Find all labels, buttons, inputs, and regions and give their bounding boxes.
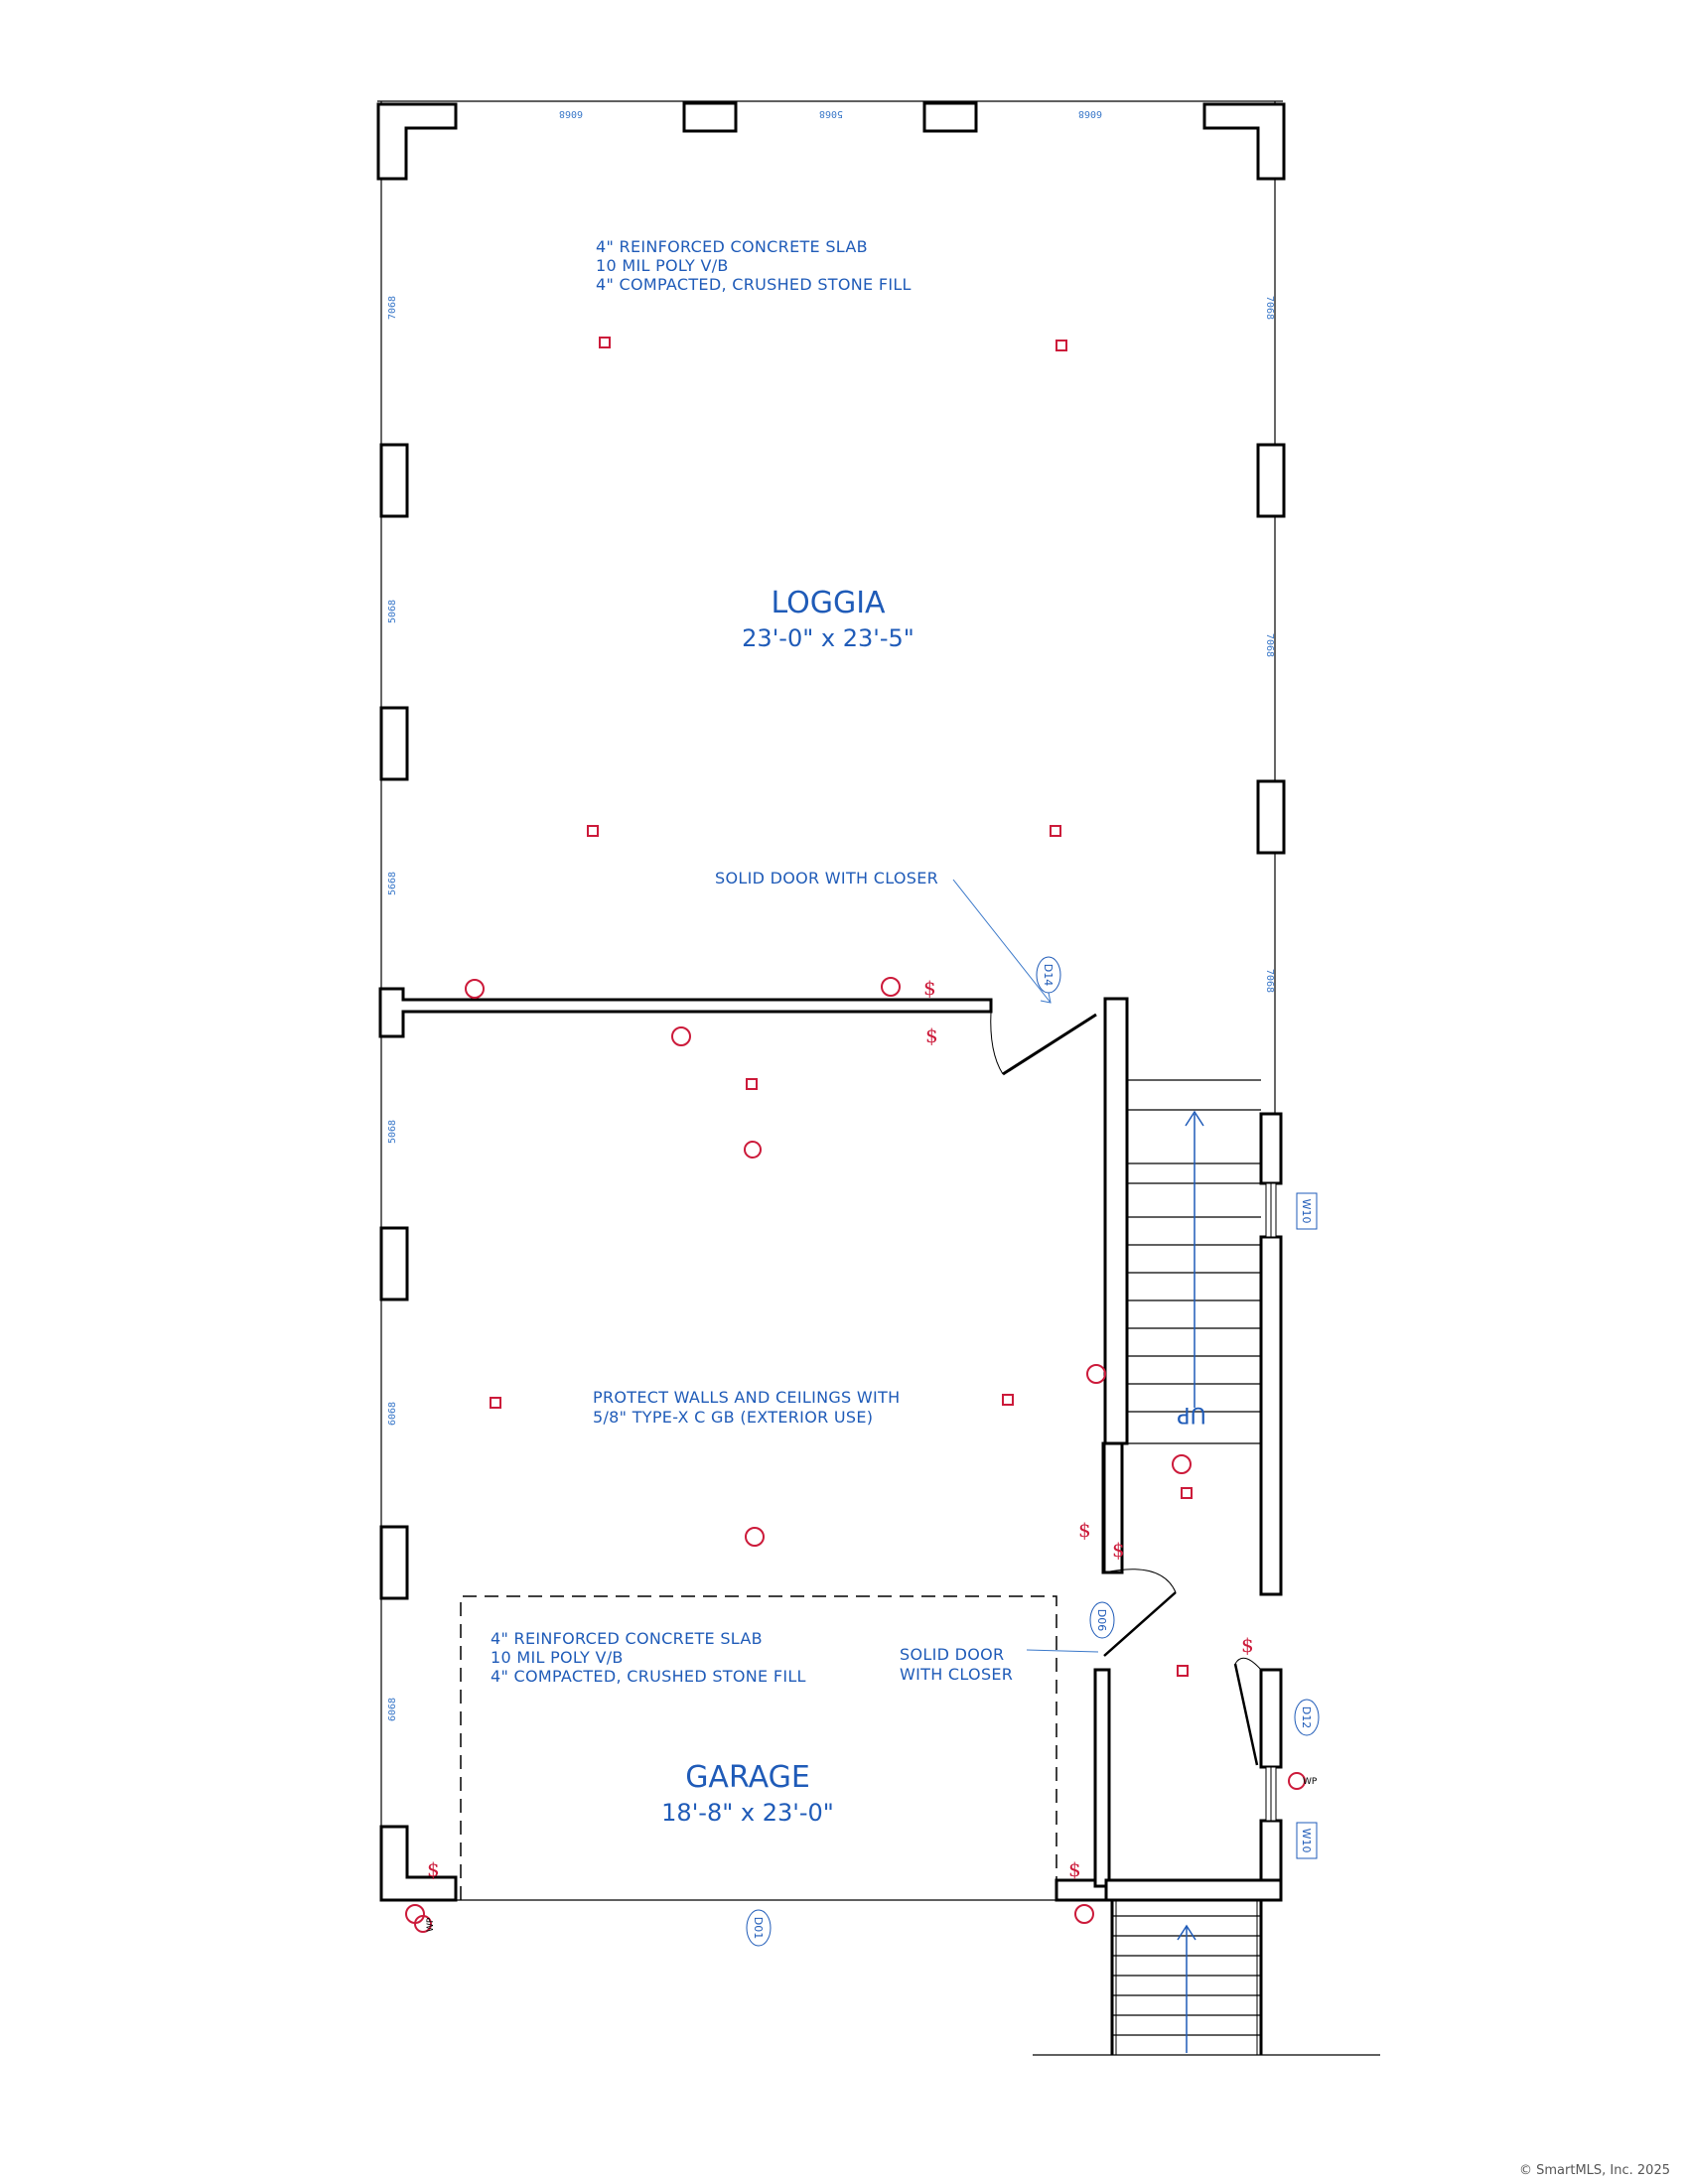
- window-labels: 6068 5068 6068 7068 5068 5668 5068 6068 …: [387, 108, 1275, 1721]
- window-label-top-1: 6068: [559, 108, 583, 119]
- window-label-left-2: 5068: [387, 600, 398, 623]
- stair-door-note-2: WITH CLOSER: [900, 1665, 1013, 1684]
- interior-stair: [1126, 1079, 1261, 1443]
- tag-d06: D06: [1095, 1609, 1108, 1631]
- electrical-fixtures: $ $ $ $ $ $ $: [405, 337, 1306, 1933]
- switch-7: $: [1068, 1857, 1081, 1881]
- switch-6: $: [427, 1857, 440, 1881]
- loggia-room-name: LOGGIA: [771, 586, 886, 620]
- window-label-left-5: 6068: [387, 1402, 398, 1426]
- garage-slab-note-1: 4" REINFORCED CONCRETE SLAB: [491, 1629, 763, 1648]
- garage-notes: PROTECT WALLS AND CEILINGS WITH 5/8" TYP…: [491, 1388, 900, 1827]
- switch-3: $: [1078, 1518, 1091, 1542]
- loggia-outline: [377, 100, 1283, 1122]
- leaders: [952, 879, 1099, 1653]
- garage-wall-note-2: 5/8" TYPE-X C GB (EXTERIOR USE): [593, 1408, 873, 1427]
- loggia-notes: 4" REINFORCED CONCRETE SLAB 10 MIL POLY …: [596, 237, 938, 887]
- switch-1: $: [923, 976, 936, 1000]
- window-label-right-2: 7068: [1264, 633, 1275, 657]
- switch-5: $: [1241, 1633, 1254, 1657]
- windows: [1265, 1182, 1277, 1822]
- stair-door-note-1: SOLID DOOR: [900, 1645, 1004, 1664]
- window-label-right-3: 7068: [1264, 969, 1275, 993]
- loggia-slab-note-3: 4" COMPACTED, CRUSHED STONE FILL: [596, 275, 912, 294]
- loggia-door-note: SOLID DOOR WITH CLOSER: [715, 869, 938, 887]
- window-label-left-3: 5668: [387, 872, 398, 895]
- loggia-slab-note-2: 10 MIL POLY V/B: [596, 256, 729, 275]
- window-label-left-1: 7068: [387, 296, 398, 320]
- switch-2: $: [925, 1024, 938, 1047]
- window-label-left-6: 6068: [387, 1698, 398, 1721]
- tag-w10-lower: W10: [1300, 1829, 1313, 1853]
- window-label-top-2: 5068: [819, 108, 843, 119]
- window-label-left-4: 5068: [387, 1120, 398, 1144]
- loggia-room-dims: 23'-0" x 23'-5": [742, 624, 914, 652]
- switch-4: $: [1112, 1538, 1125, 1562]
- garage-slab-note-2: 10 MIL POLY V/B: [491, 1648, 624, 1667]
- garage-slab-outline: [460, 1595, 1057, 1900]
- garage-wall-note-1: PROTECT WALLS AND CEILINGS WITH: [593, 1388, 900, 1407]
- loggia-slab-note-1: 4" REINFORCED CONCRETE SLAB: [596, 237, 868, 256]
- garage-room-name: GARAGE: [685, 1760, 810, 1795]
- entry-notes: UP SOLID DOOR WITH CLOSER: [900, 1402, 1206, 1684]
- tag-w10-upper: W10: [1300, 1199, 1313, 1224]
- tags: D14 D06 D12 D01 W10 W10 WP WP: [426, 956, 1320, 1947]
- doors: [990, 1011, 1262, 1766]
- wp-label-entry: WP: [1303, 1777, 1318, 1787]
- copyright-text: © SmartMLS, Inc. 2025: [1518, 2163, 1670, 2178]
- tag-d12: D12: [1300, 1706, 1313, 1728]
- loggia-piers: [376, 101, 1286, 1600]
- garage-walls: [378, 987, 1283, 1902]
- garage-slab-note-3: 4" COMPACTED, CRUSHED STONE FILL: [491, 1667, 806, 1686]
- wp-label-garage: WP: [426, 1917, 436, 1932]
- window-label-right-1: 7068: [1264, 296, 1275, 320]
- stair-up-label: UP: [1177, 1402, 1205, 1427]
- window-label-top-3: 6068: [1078, 108, 1102, 119]
- tag-d01: D01: [752, 1917, 765, 1939]
- garage-room-dims: 18'-8" x 23'-0": [661, 1799, 834, 1827]
- exterior-stair: [1033, 1900, 1380, 2056]
- tag-d14: D14: [1042, 964, 1055, 986]
